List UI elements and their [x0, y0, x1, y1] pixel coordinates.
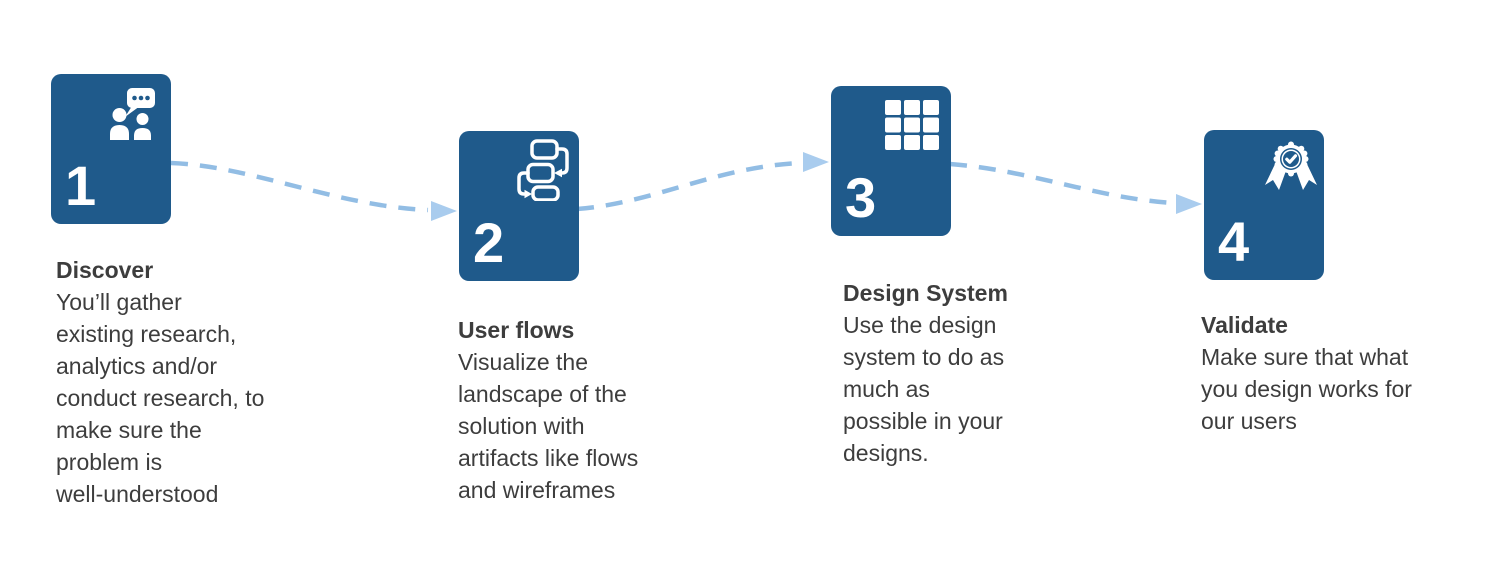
award-check-icon	[1265, 141, 1317, 190]
step-number: 1	[65, 154, 96, 217]
step-card-validate: 4	[1204, 130, 1324, 280]
step-card-design-system: 3	[831, 86, 951, 236]
step-title: User flows	[458, 317, 575, 343]
step-title: Discover	[56, 257, 154, 283]
step-title: Validate	[1201, 312, 1288, 338]
step-text-validate: Validate Make sure that what you design …	[1201, 309, 1471, 437]
step-title: Design System	[843, 280, 1008, 306]
step-description: Use the design system to do as much as p…	[843, 312, 1005, 466]
step-number: 2	[473, 211, 504, 274]
step-number: 4	[1218, 210, 1249, 273]
step-description: You’ll gather existing research, analyti…	[56, 289, 265, 507]
grid-icon	[885, 100, 939, 150]
step-description: Make sure that what you design works for…	[1201, 344, 1412, 434]
connector-3-4	[949, 161, 1174, 206]
step-card-discover: 1	[51, 74, 171, 224]
step-number: 3	[845, 166, 876, 229]
arrowhead-icon	[803, 152, 829, 172]
step-text-discover: Discover You’ll gather existing research…	[56, 254, 326, 510]
connector-2-3	[576, 160, 801, 212]
arrowhead-icon	[1176, 194, 1202, 214]
connector-1-2	[170, 160, 429, 213]
step-text-design-system: Design System Use the design system to d…	[843, 277, 1113, 469]
step-card-user-flows: 2	[459, 131, 579, 281]
people-conversation-icon	[110, 88, 155, 140]
step-text-user-flows: User flows Visualize the landscape of th…	[458, 314, 728, 506]
arrowhead-icon	[431, 201, 457, 221]
step-description: Visualize the landscape of the solution …	[458, 349, 639, 503]
user-flow-diagram-icon	[517, 139, 569, 201]
